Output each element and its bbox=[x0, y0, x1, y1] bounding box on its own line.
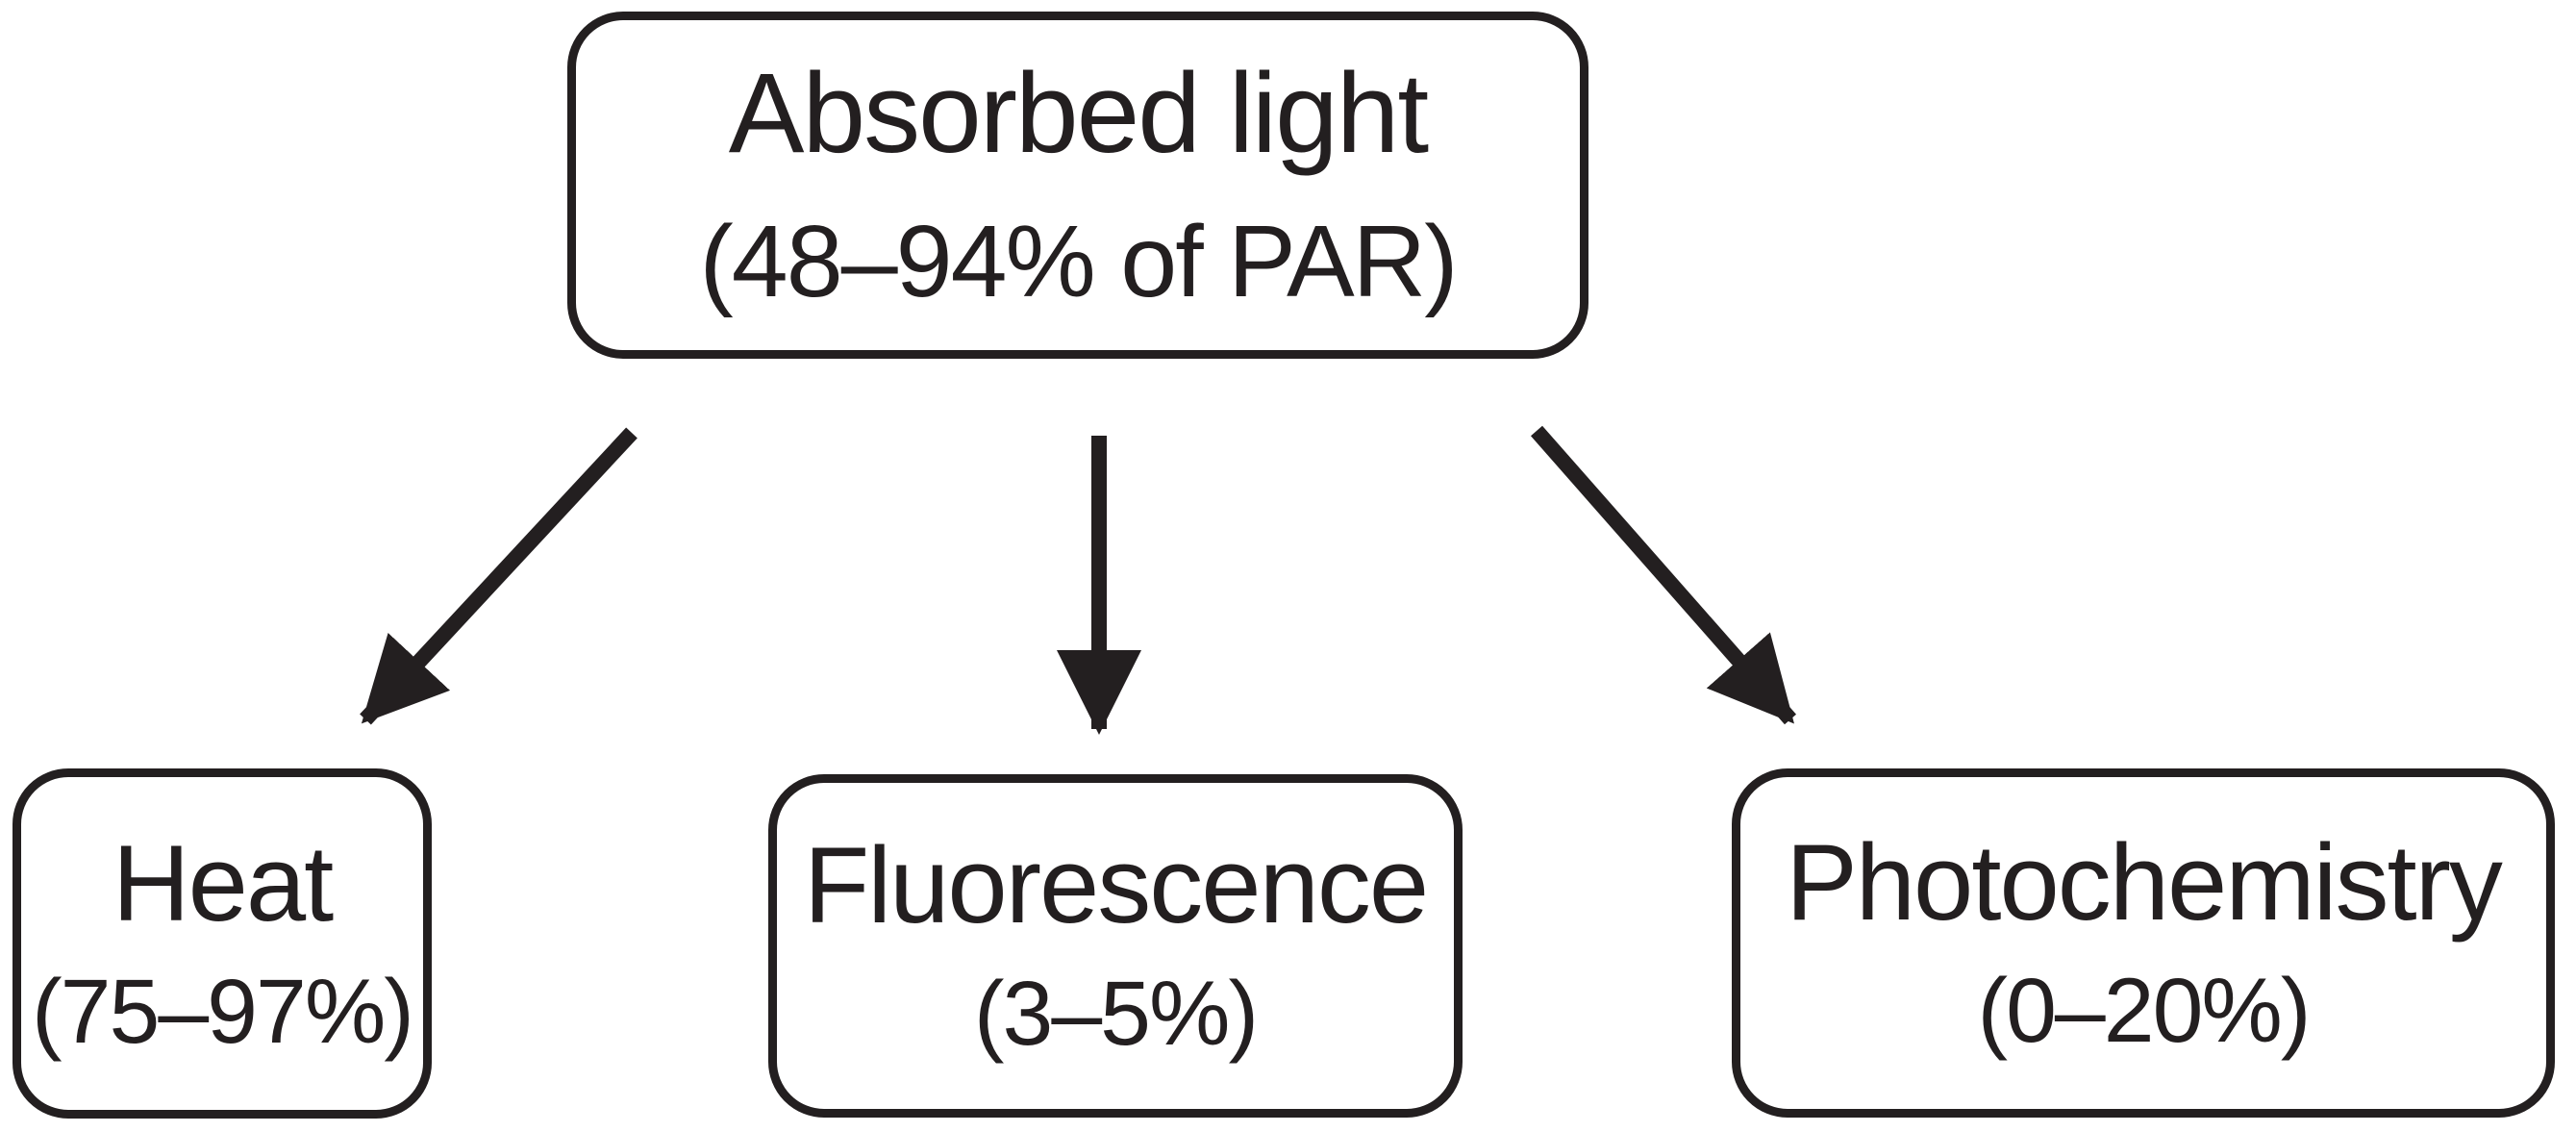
node-photochemistry: Photochemistry (0–20%) bbox=[1732, 768, 2555, 1118]
node-absorbed-light-value: (48–94% of PAR) bbox=[699, 205, 1459, 319]
node-photochemistry-title: Photochemistry bbox=[1786, 822, 2503, 943]
node-fluorescence-value: (3–5%) bbox=[973, 963, 1259, 1066]
arrow-root-to-heat bbox=[360, 427, 638, 725]
node-fluorescence: Fluorescence (3–5%) bbox=[768, 774, 1463, 1118]
node-heat-value: (75–97%) bbox=[32, 960, 414, 1063]
node-absorbed-light: Absorbed light (48–94% of PAR) bbox=[567, 12, 1588, 359]
node-fluorescence-title: Fluorescence bbox=[803, 825, 1429, 946]
node-absorbed-light-title: Absorbed light bbox=[728, 49, 1429, 177]
node-photochemistry-value: (0–20%) bbox=[1977, 960, 2311, 1063]
arrow-root-to-photochemistry bbox=[1530, 425, 1797, 725]
node-heat-title: Heat bbox=[112, 822, 335, 943]
node-heat: Heat (75–97%) bbox=[13, 768, 432, 1119]
